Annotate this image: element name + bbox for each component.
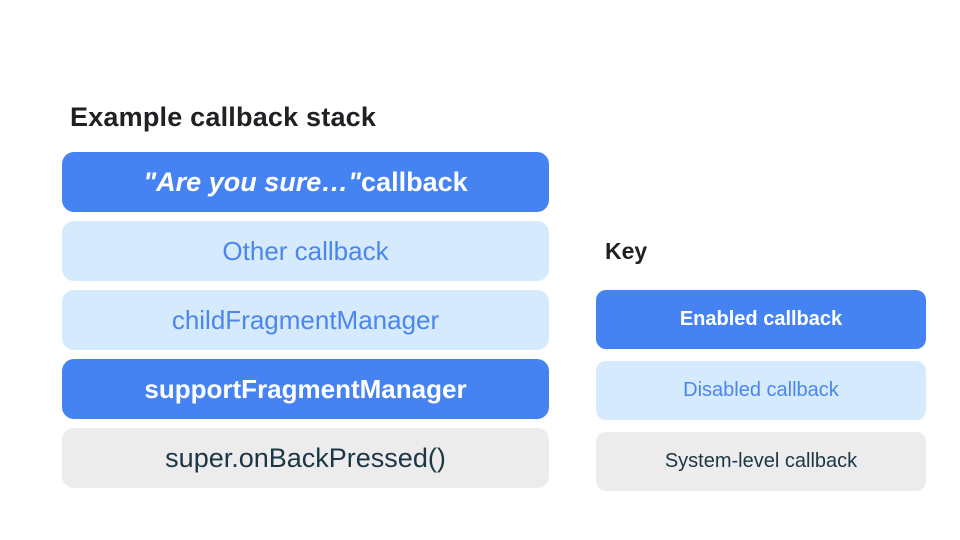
key-legend: Enabled callback Disabled callback Syste… <box>596 290 926 491</box>
key-item-disabled-callback: Disabled callback <box>596 361 926 420</box>
key-item-system-level-callback: System-level callback <box>596 432 926 491</box>
stack-item-other-callback: Other callback <box>62 221 549 281</box>
key-heading: Key <box>605 238 648 264</box>
key-item-enabled-callback: Enabled callback <box>596 290 926 349</box>
page-title: Example callback stack <box>70 102 377 132</box>
stack-item-label-quote: "Are you sure…" <box>143 166 362 197</box>
stack-item-super-on-back-pressed: super.onBackPressed() <box>62 428 549 488</box>
stack-item-child-fragment-manager: childFragmentManager <box>62 290 549 350</box>
stack-item-label-rest: callback <box>361 166 468 197</box>
stack-item-are-you-sure-callback: "Are you sure…" callback <box>62 152 549 212</box>
stack-item-support-fragment-manager: supportFragmentManager <box>62 359 549 419</box>
callback-stack: "Are you sure…" callback Other callback … <box>62 152 549 488</box>
